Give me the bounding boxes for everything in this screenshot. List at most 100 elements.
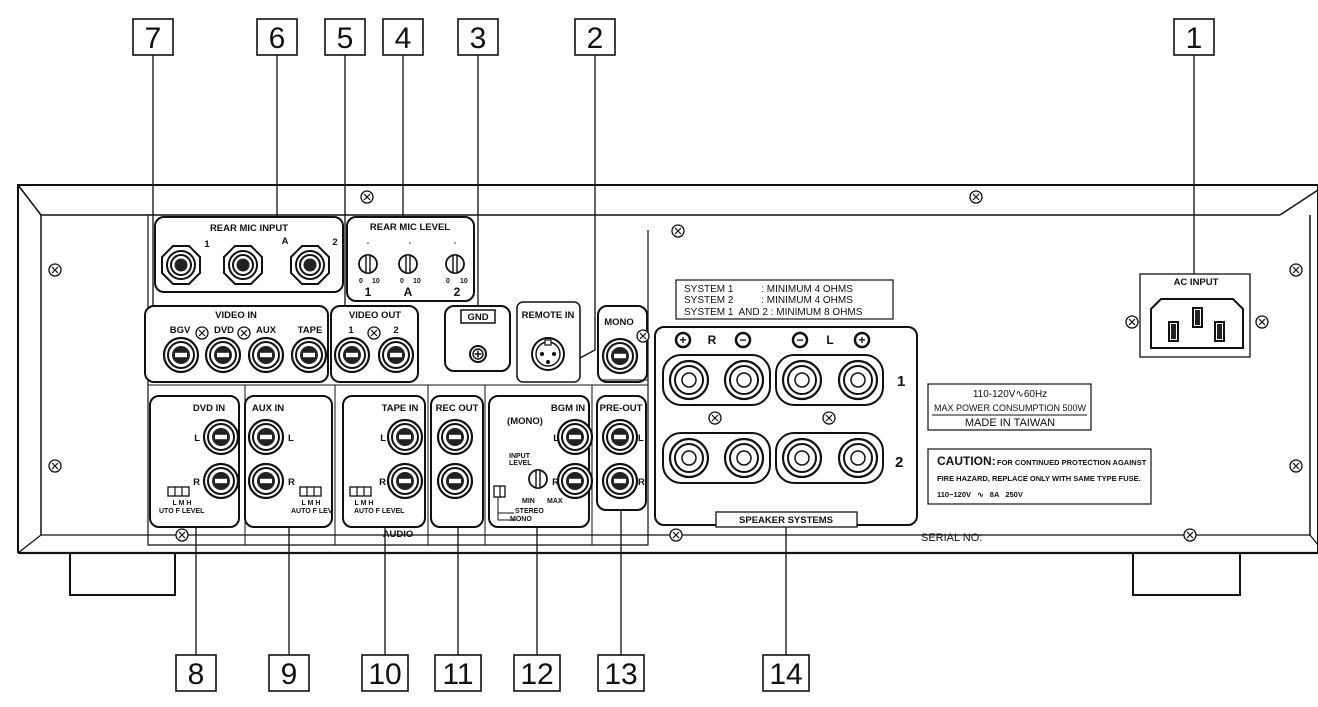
speaker-2-r-minus-terminal[interactable] — [723, 437, 765, 479]
screw-icon — [822, 411, 836, 425]
dvd-in-r-jack[interactable] — [202, 462, 240, 500]
bgm-mono-label: (MONO) — [507, 416, 543, 427]
speaker-systems-label: SPEAKER SYSTEMS — [739, 515, 833, 526]
gnd-label: GND — [467, 312, 488, 323]
audio-label: AUDIO — [383, 529, 414, 540]
rec-out-l-jack[interactable] — [436, 418, 474, 456]
speaker-2-r-plus-terminal[interactable] — [668, 437, 710, 479]
screw-icon — [669, 528, 683, 542]
video-in-group: VIDEO IN BGV DVD AUX TAPE — [144, 305, 329, 383]
aux-in-l-jack[interactable] — [247, 418, 285, 456]
screw-icon — [360, 190, 374, 204]
tape-in-group: TAPE IN L R L M H AUTO F LEVEL — [342, 395, 426, 528]
tape-in-r-jack[interactable] — [386, 462, 424, 500]
aux-lmh-label: L M H — [302, 500, 321, 507]
mic-a-label: A — [282, 236, 289, 247]
rec-out-r-jack[interactable] — [436, 462, 474, 500]
tape-in-label: TAPE IN — [382, 403, 419, 414]
power-line-1: 110-120V∿60Hz — [973, 389, 1047, 400]
speaker-1-l-minus-terminal[interactable] — [781, 359, 823, 401]
level-knob-2[interactable] — [445, 254, 465, 274]
tape-lmh-label: L M H — [355, 500, 374, 507]
caution-line-2: FIRE HAZARD, REPLACE ONLY WITH SAME TYPE… — [937, 474, 1141, 483]
video-in-aux-jack[interactable] — [247, 336, 285, 374]
plus-icon: + — [679, 333, 686, 347]
callout-boxes: 7 6 5 4 3 2 1 8 9 10 11 12 13 14 — [132, 18, 1215, 692]
screw-icon — [367, 326, 381, 340]
mic-jack-1[interactable] — [161, 245, 201, 285]
tape-in-l-jack[interactable] — [386, 418, 424, 456]
spk-r-label: R — [708, 333, 717, 347]
video-in-tape-jack[interactable] — [290, 336, 328, 374]
callout-2: 2 — [587, 22, 604, 55]
video-in-bgv-jack[interactable] — [162, 336, 200, 374]
aux-in-label: AUX IN — [252, 403, 284, 414]
caution-title: CAUTION: — [937, 454, 996, 468]
dvd-label: DVD — [214, 325, 234, 336]
vout-2-label: 2 — [393, 325, 398, 336]
dvd-in-label: DVD IN — [193, 403, 225, 414]
pre-out-r-jack[interactable] — [601, 462, 639, 500]
tape-level-switch[interactable] — [349, 486, 372, 497]
pre-out-group: PRE-OUT L R — [596, 395, 647, 511]
mono-pre-out-jack[interactable] — [601, 337, 639, 375]
bgm-r-label: R — [552, 477, 559, 488]
dvd-in-l-jack[interactable] — [202, 418, 240, 456]
max-label: MAX — [547, 498, 563, 505]
level-a-label: A — [404, 285, 413, 299]
pre-out-l-jack[interactable] — [601, 418, 639, 456]
bgv-label: BGV — [170, 325, 191, 336]
caution-line-1: FOR CONTINUED PROTECTION AGAINST — [997, 458, 1147, 467]
rec-out-label: REC OUT — [436, 403, 479, 414]
video-out-label: VIDEO OUT — [349, 310, 401, 321]
plus-icon: + — [858, 333, 865, 347]
pre-out-label: PRE-OUT — [600, 403, 643, 414]
callout-9: 9 — [281, 658, 298, 691]
bgm-input-level-knob[interactable] — [528, 469, 548, 489]
minus-icon: − — [796, 333, 803, 347]
callout-12: 12 — [520, 658, 553, 691]
video-out-group: VIDEO OUT 1 2 — [330, 305, 419, 383]
speaker-2-l-minus-terminal[interactable] — [781, 437, 823, 479]
screw-icon — [671, 224, 685, 238]
power-line-2: MAX POWER CONSUMPTION 500W — [934, 403, 1087, 413]
mic-jack-a[interactable] — [223, 245, 263, 285]
aux-level-switch[interactable] — [299, 486, 322, 497]
input-level-label2: LEVEL — [509, 460, 532, 467]
bgm-in-r-jack[interactable] — [556, 462, 594, 500]
scale-max: 10 — [372, 278, 380, 285]
video-out-1-jack[interactable] — [333, 336, 371, 374]
aux-l-label: L — [288, 433, 294, 444]
gnd-terminal[interactable] — [474, 350, 482, 358]
mic-jack-2[interactable] — [290, 245, 330, 285]
speaker-1-r-plus-terminal[interactable] — [668, 359, 710, 401]
mic-2-label: 2 — [332, 237, 337, 248]
bgm-in-l-jack[interactable] — [556, 418, 594, 456]
callout-13: 13 — [604, 658, 637, 691]
video-in-dvd-jack[interactable] — [204, 336, 242, 374]
aux-label: AUX — [256, 325, 277, 336]
speaker-systems-group: SYSTEM 1 : MINIMUM 4 OHMS SYSTEM 2 : MIN… — [654, 279, 918, 528]
remote-in-label: REMOTE IN — [522, 310, 575, 321]
speaker-2-l-plus-terminal[interactable] — [837, 437, 879, 479]
aux-r-label: R — [288, 477, 295, 488]
level-dash: - — [454, 240, 457, 247]
aux-in-r-jack[interactable] — [247, 462, 285, 500]
level-knob-a[interactable] — [398, 254, 418, 274]
scale-max: 10 — [460, 278, 468, 285]
speaker-1-r-minus-terminal[interactable] — [723, 359, 765, 401]
ac-input-group: AC INPUT — [1125, 273, 1269, 358]
level-knob-1[interactable] — [358, 254, 378, 274]
video-out-2-jack[interactable] — [377, 336, 415, 374]
system-1-spec: SYSTEM 1 : MINIMUM 4 OHMS — [684, 284, 853, 295]
rear-mic-level-label: REAR MIC LEVEL — [370, 222, 450, 233]
screw-icon — [237, 326, 251, 340]
dvd-level-switch[interactable] — [167, 486, 190, 497]
callout-5: 5 — [337, 22, 354, 55]
screw-icon — [48, 459, 62, 473]
system-12-spec: SYSTEM 1 AND 2 : MINIMUM 8 OHMS — [684, 307, 863, 318]
screw-icon — [969, 190, 983, 204]
speaker-1-l-plus-terminal[interactable] — [837, 359, 879, 401]
rec-out-group: REC OUT — [430, 395, 484, 528]
level-dash: - — [367, 240, 370, 247]
